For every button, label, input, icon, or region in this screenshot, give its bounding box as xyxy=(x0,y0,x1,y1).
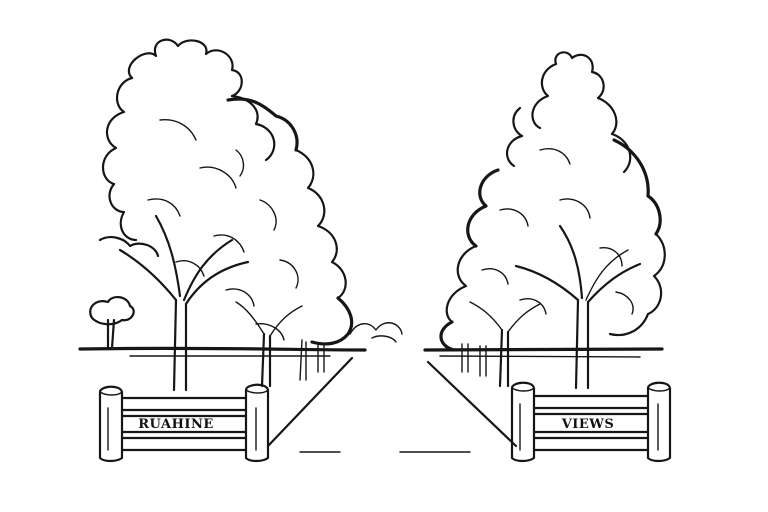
right-tree-trunks xyxy=(461,224,642,390)
right-entrance-sign: VIEWS xyxy=(510,381,672,463)
left-tree-trunks xyxy=(118,214,325,392)
distant-tree-left xyxy=(89,296,135,350)
driveway xyxy=(266,356,518,453)
sign-label-views: VIEWS xyxy=(561,417,615,432)
sign-label-ruahine: RUAHINE xyxy=(138,417,213,432)
right-tree-canopy xyxy=(439,51,666,352)
horizon-line xyxy=(78,346,664,358)
left-entrance-sign: RUAHINE xyxy=(98,383,270,463)
distant-treeline xyxy=(349,322,403,343)
left-tree-canopy xyxy=(98,38,354,346)
